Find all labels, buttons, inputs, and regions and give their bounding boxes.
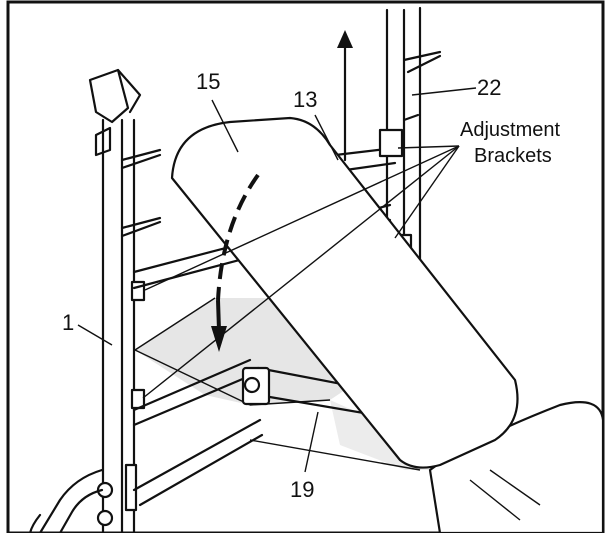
leader-lines [77, 87, 477, 473]
label-adjustment: Adjustment [460, 119, 560, 141]
label-part-22: 22 [477, 75, 501, 100]
label-part-15: 15 [196, 69, 220, 94]
base-frame [28, 468, 104, 533]
label-part-1: 1 [62, 310, 74, 335]
figure-border [6, 0, 605, 533]
tilt-arrow-icon [211, 173, 260, 352]
label-part-19: 19 [290, 477, 314, 502]
backrest-15 [170, 116, 519, 469]
floor-lines [134, 297, 421, 471]
label-brackets: Brackets [474, 145, 552, 167]
upright-1 [88, 68, 162, 533]
label-part-13: 13 [293, 87, 317, 112]
lift-arrow-icon [337, 30, 353, 162]
